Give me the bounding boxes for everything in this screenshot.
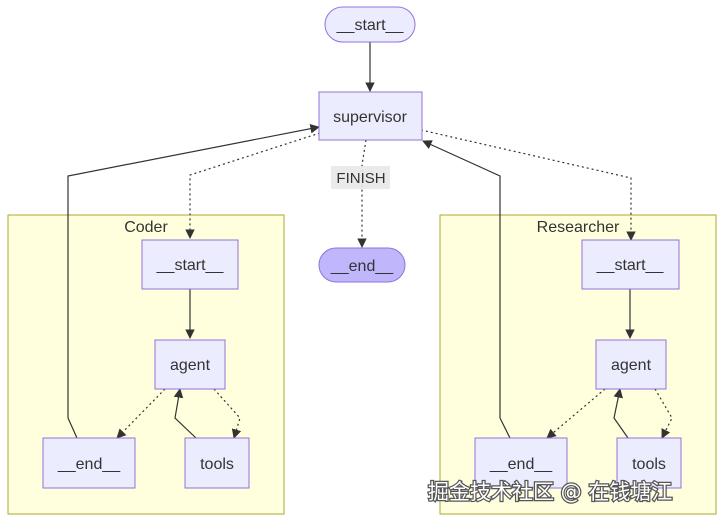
node-researcher-start-label: __start__	[596, 257, 665, 274]
node-end[interactable]: __end__	[318, 247, 406, 283]
edge-researcher-end-supervisor	[422, 140, 511, 439]
edge-label-finish-text: FINISH	[336, 170, 385, 187]
node-supervisor[interactable]: supervisor	[318, 91, 423, 141]
edge-coder-tools-agent	[173, 388, 197, 439]
node-researcher-end[interactable]: __end__	[474, 437, 568, 489]
node-researcher-agent-label: agent	[611, 357, 652, 374]
node-coder-end[interactable]: __end__	[42, 437, 136, 489]
edge-coder-end-supervisor	[67, 123, 320, 439]
node-supervisor-label: supervisor	[333, 109, 407, 126]
node-researcher-tools-label: tools	[632, 456, 666, 473]
node-researcher-end-label: __end__	[489, 456, 553, 473]
edge-researcher-agent-tools	[654, 388, 673, 439]
edge-supervisor-coder	[185, 132, 321, 239]
node-coder-start[interactable]: __start__	[141, 239, 239, 290]
node-coder-agent-label: agent	[170, 357, 211, 374]
node-researcher-agent[interactable]: agent	[595, 339, 667, 390]
node-coder-end-label: __end__	[57, 456, 121, 473]
edge-label-finish: FINISH	[331, 166, 390, 189]
node-start-label: __start__	[336, 17, 405, 34]
node-coder-agent[interactable]: agent	[154, 339, 226, 390]
node-researcher-start[interactable]: __start__	[581, 239, 680, 290]
node-start[interactable]: __start__	[324, 6, 416, 43]
watermark: 掘金技术社区 @ 在钱塘江	[428, 480, 672, 504]
edge-researcher-tools-agent	[613, 388, 629, 439]
edge-coder-agent-end	[116, 388, 166, 439]
node-coder-tools[interactable]: tools	[184, 437, 250, 489]
node-coder-tools-label: tools	[200, 456, 234, 473]
edge-supervisor-end	[357, 139, 367, 248]
cluster-coder-label: Coder	[124, 219, 168, 236]
cluster-researcher-label: Researcher	[537, 219, 620, 236]
node-researcher-tools[interactable]: tools	[616, 437, 682, 489]
edge-supervisor-researcher	[420, 129, 636, 241]
node-coder-start-label: __start__	[156, 257, 225, 274]
node-end-label: __end__	[330, 258, 394, 275]
